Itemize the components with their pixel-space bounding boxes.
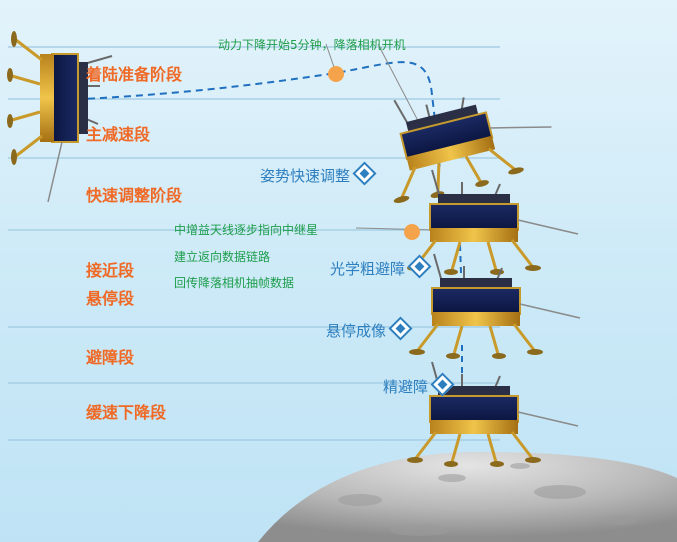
action-optical-text: 光学粗避障 [330, 260, 406, 278]
action-precise: 精避障 [383, 372, 455, 397]
event-power-descent: 动力下降开始5分钟，降落相机开机 [218, 38, 406, 52]
stage-slow-descent: 缓速下降段 [86, 403, 167, 422]
stage-obstacle-avoid: 避障段 [86, 348, 135, 367]
event-antenna-line2: 建立返向数据链路 [174, 250, 271, 264]
event-marker-power-descent [328, 66, 344, 82]
event-antenna-line3: 回传降落相机抽帧数据 [174, 276, 295, 290]
action-hover-image-text: 悬停成像 [326, 322, 387, 340]
diamond-icon [388, 316, 413, 341]
action-optical: 光学粗避障 [330, 254, 432, 279]
action-attitude-text: 姿势快速调整 [260, 167, 351, 185]
lander-approach [405, 168, 580, 277]
lander-horizontal [5, 29, 114, 204]
event-antenna-line1: 中增益天线逐步指向中继星 [174, 223, 319, 237]
stage-hover: 悬停段 [86, 289, 135, 308]
diamond-icon [407, 254, 432, 279]
action-attitude: 姿势快速调整 [260, 161, 377, 186]
action-hover-image: 悬停成像 [326, 316, 413, 341]
stage-main-decel: 主减速段 [86, 125, 151, 144]
stage-landing-prep: 着陆准备阶段 [86, 65, 183, 84]
stage-attitude-adjust: 快速调整阶段 [86, 186, 183, 205]
action-precise-text: 精避障 [383, 378, 429, 396]
moon-surface [258, 452, 677, 542]
stage-approach: 接近段 [86, 261, 135, 280]
descent-trajectory [63, 61, 441, 171]
event-marker-antenna [404, 224, 420, 240]
diamond-icon [352, 161, 377, 186]
lander-attitude-adjust [368, 63, 563, 210]
diamond-icon [430, 372, 455, 397]
